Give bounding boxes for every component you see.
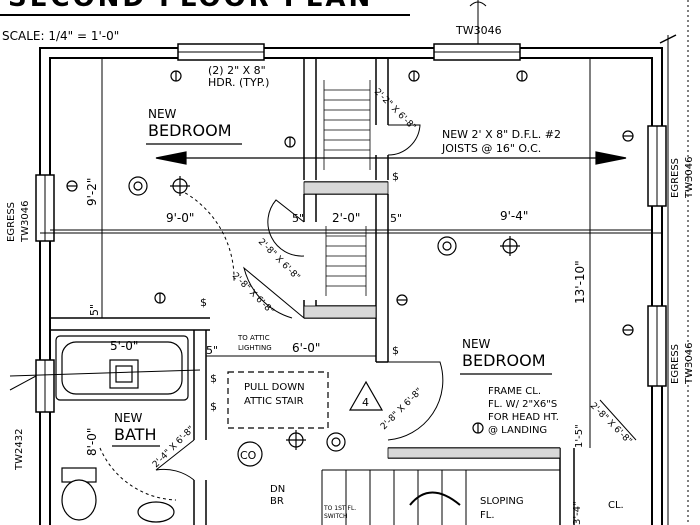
window-tag-left-egress-2: TW3046 bbox=[20, 201, 31, 243]
room-label-bedroom-nw: BEDROOM bbox=[148, 121, 232, 140]
dim-nw-height: 9'-2" bbox=[85, 178, 99, 206]
smoke-detectors bbox=[128, 176, 457, 452]
dim-five-a: 5" bbox=[292, 212, 304, 225]
room-label-bedroom-e-new: NEW bbox=[462, 337, 491, 351]
dim-five-d: 5" bbox=[206, 344, 218, 357]
window-tag-left-egress-1: EGRESS bbox=[6, 202, 17, 242]
room-label-bath: BATH bbox=[114, 425, 156, 444]
note-frame-4: @ LANDING bbox=[488, 425, 547, 436]
sink bbox=[137, 501, 175, 523]
svg-text:$: $ bbox=[392, 170, 399, 183]
exterior-dimension-line-right bbox=[659, 0, 689, 525]
window-tag-right-egress-top-2: TW3046 bbox=[684, 157, 695, 199]
door-tag-bedroom-e: 2'-8" X 6'-8" bbox=[379, 387, 425, 433]
dim-stair-clear: 1'-5" bbox=[574, 424, 585, 448]
dim-bath-height: 8'-0" bbox=[85, 428, 99, 456]
note-br: BR bbox=[270, 496, 284, 507]
dim-five-c: 5" bbox=[88, 304, 101, 316]
joist-direction-arrows bbox=[155, 151, 627, 165]
note-attic-lighting-2: LIGHTING bbox=[238, 344, 272, 352]
stair-treads bbox=[321, 469, 560, 525]
dim-hall-width: 6'-0" bbox=[292, 341, 320, 355]
attic-stair-outline bbox=[227, 371, 329, 429]
keynote-number: 4 bbox=[362, 396, 369, 409]
dim-closet-width: 2'-0" bbox=[332, 211, 360, 225]
door-tag-closet-e: 2'-8" X 6'-8" bbox=[588, 401, 634, 447]
window-tag-right-egress-bottom-2: TW3046 bbox=[684, 343, 695, 385]
svg-text:$: $ bbox=[210, 372, 217, 385]
switch-symbols: $ $ $ $ $ bbox=[200, 170, 399, 413]
window-right-egress-bottom bbox=[647, 305, 667, 387]
note-attic-stair-1: PULL DOWN bbox=[244, 382, 305, 393]
plan-title: SECOND FLOOR PLAN bbox=[8, 0, 373, 13]
door-tag-nw: 2'-8" X 6'-8" bbox=[256, 237, 302, 283]
window-bath bbox=[35, 359, 55, 413]
bath-leader-line bbox=[9, 369, 201, 377]
door-tag-hall: 2'-8" X 6'-8" bbox=[230, 271, 276, 317]
closet-shelf-south bbox=[325, 226, 367, 296]
light-fixtures bbox=[170, 176, 520, 450]
note-header-2: HDR. (TYP.) bbox=[208, 76, 269, 89]
room-label-bedroom-e: BEDROOM bbox=[462, 351, 546, 370]
dim-stair-lower: 3'-4" bbox=[572, 501, 583, 525]
dim-bath-width: 5'-0" bbox=[110, 339, 138, 353]
note-joists-1: NEW 2' X 8" D.F.L. #2 bbox=[442, 128, 561, 141]
note-to-1st: TO 1ST FL. bbox=[323, 505, 356, 512]
toilet bbox=[61, 467, 97, 521]
note-frame-3: FOR HEAD HT. bbox=[488, 412, 559, 423]
svg-text:$: $ bbox=[392, 344, 399, 357]
wall-hatching bbox=[303, 181, 561, 459]
note-joists-2: JOISTS @ 16" O.C. bbox=[441, 142, 541, 155]
window-tag-bath: TW2432 bbox=[14, 429, 25, 471]
title-block: SECOND FLOOR PLAN SCALE: 1/4" = 1'-0" bbox=[0, 0, 410, 43]
scale-note: SCALE: 1/4" = 1'-0" bbox=[2, 29, 119, 43]
bath-window-leader bbox=[9, 375, 37, 391]
note-sloping-1: SLOPING bbox=[480, 496, 524, 507]
svg-text:$: $ bbox=[200, 296, 207, 309]
door-tag-closet: 2'-2" X 6'-8" bbox=[372, 87, 418, 133]
dim-e-height: 13'-10" bbox=[573, 260, 587, 304]
structural-lines bbox=[40, 58, 662, 448]
note-frame-2: FL. W/ 2"X6"S bbox=[488, 399, 557, 410]
door-tag-bath: 2'-4" X 6'-8" bbox=[151, 425, 197, 471]
window-top-right bbox=[433, 43, 521, 61]
note-frame-1: FRAME CL. bbox=[488, 386, 541, 397]
window-left-egress bbox=[35, 174, 55, 242]
window-tag-right-egress-top-1: EGRESS bbox=[670, 158, 681, 198]
bathtub bbox=[55, 335, 189, 401]
dim-nw-width: 9'-0" bbox=[166, 211, 194, 225]
receptacles bbox=[66, 70, 634, 434]
dim-e-width: 9'-4" bbox=[500, 209, 528, 223]
exterior-walls bbox=[39, 47, 663, 525]
room-label-bath-new: NEW bbox=[114, 411, 143, 425]
keynote-triangle: 4 bbox=[348, 380, 384, 411]
note-attic-stair-2: ATTIC STAIR bbox=[244, 396, 304, 407]
window-tag-top-right: TW3046 bbox=[455, 24, 502, 37]
dim-five-b: 5" bbox=[390, 212, 402, 225]
note-header-1: (2) 2" X 8" bbox=[208, 64, 266, 77]
closet-shelf-north bbox=[323, 80, 371, 170]
note-sloping-2: FL. bbox=[480, 510, 495, 521]
window-tag-right-egress-bottom-1: EGRESS bbox=[670, 344, 681, 384]
window-right-egress-top bbox=[647, 125, 667, 207]
co-detector: CO bbox=[237, 441, 263, 467]
centerline-marker bbox=[469, 0, 487, 45]
co-label: CO bbox=[240, 449, 257, 462]
note-attic-lighting-1: TO ATTIC bbox=[237, 334, 270, 342]
door-swings bbox=[99, 124, 637, 501]
room-label-bedroom-nw-new: NEW bbox=[148, 107, 177, 121]
note-closet: CL. bbox=[608, 500, 624, 511]
note-switch: SWITCH bbox=[324, 513, 348, 520]
window-top-left bbox=[177, 43, 265, 61]
note-dn: DN bbox=[270, 484, 285, 495]
svg-text:$: $ bbox=[210, 400, 217, 413]
